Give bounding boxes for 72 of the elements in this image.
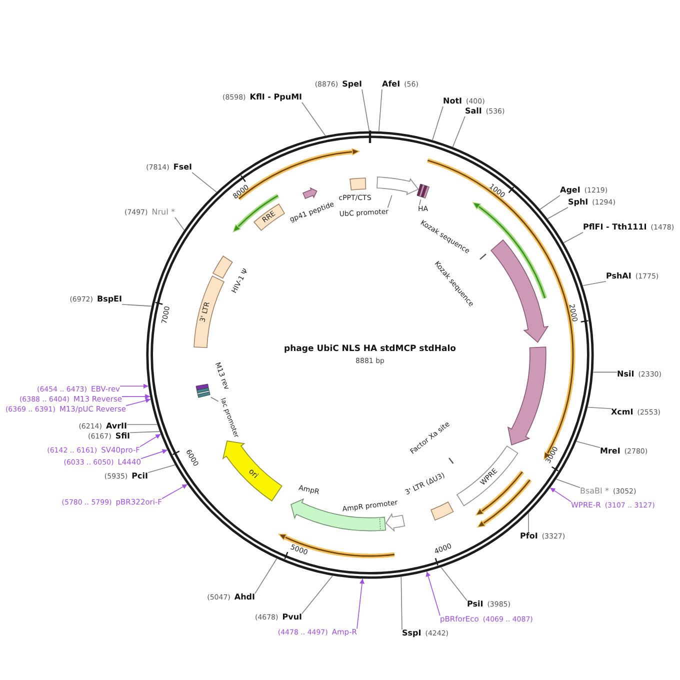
leader-line [162, 484, 188, 500]
feature-box [348, 176, 367, 191]
leader-line [540, 195, 560, 210]
leader-line [130, 431, 160, 433]
leader-line [254, 558, 278, 594]
leader-line [122, 394, 150, 400]
enzyme-name: SpeI [342, 80, 362, 90]
leader-line [387, 194, 392, 208]
leader-line [528, 512, 529, 533]
leader-line [378, 89, 382, 132]
enzyme-name: PfoI [520, 532, 538, 542]
enzyme-name: SfiI [115, 432, 130, 442]
leader-line [210, 396, 219, 402]
feature-mark [448, 456, 455, 465]
enzyme-name: PciI [132, 472, 148, 482]
enzyme-name: PvuI [282, 614, 302, 622]
map-title: phage UbiC NLS HA stdMCP stdHalo [284, 345, 456, 355]
enzyme-name: BspEI [96, 296, 122, 304]
leader-line [563, 232, 584, 244]
leader-line [592, 372, 618, 373]
leader-line [452, 116, 466, 148]
enzyme-name: NsiI [617, 370, 634, 380]
directional-feature [507, 346, 547, 446]
enzyme-name: PflFI - Tth111I [583, 224, 647, 232]
feature-box [430, 501, 454, 522]
enzyme-name: FseI [173, 164, 192, 172]
enzyme-name: AhdI [234, 594, 255, 602]
leader-line [547, 207, 568, 220]
directional-feature [302, 187, 318, 200]
leader-line [120, 384, 149, 389]
leader-line [582, 281, 606, 286]
enzyme-name: SspI [402, 630, 422, 638]
leader-line [302, 102, 326, 136]
leader-line [302, 575, 334, 614]
leader-line [148, 464, 176, 473]
directional-feature [376, 176, 420, 196]
feature-marks [194, 383, 211, 399]
enzyme-name: SphI [568, 198, 588, 208]
leader-line [140, 434, 162, 448]
leader-line [550, 487, 572, 502]
directional-feature [385, 512, 406, 532]
enzyme-name: XcmI [611, 408, 634, 418]
leader-line [587, 406, 612, 409]
leader-line [556, 478, 580, 488]
enzyme-name: BsaBI * [580, 488, 609, 496]
leader-line [440, 566, 468, 601]
leader-line [126, 424, 158, 425]
leader-line [126, 398, 152, 406]
feature-mark [478, 252, 487, 260]
leader-line [174, 217, 185, 231]
leader-line [426, 571, 440, 616]
enzyme-name: MreI [600, 448, 620, 456]
leader-line [400, 576, 402, 630]
enzyme-name: AgeI [560, 186, 580, 196]
leader-line [419, 199, 422, 206]
leader-line [122, 304, 152, 307]
feature-marks [416, 183, 431, 200]
leader-line [576, 440, 600, 448]
enzyme-name: NruI * [152, 208, 175, 218]
directional-feature [490, 238, 549, 343]
leader-line [140, 449, 168, 460]
enzyme-name: PshAI [606, 272, 632, 282]
leader-line [192, 172, 217, 193]
enzyme-name: AfeI [382, 80, 400, 90]
leader-line [356, 578, 364, 630]
enzyme-name: AvrII [106, 422, 127, 432]
enzyme-name: NotI [443, 98, 462, 106]
enzyme-name: SalI [465, 108, 482, 116]
enzyme-name: PsiI [467, 600, 484, 610]
leader-line [362, 89, 370, 132]
leader-line [432, 106, 444, 140]
enzyme-name: KflI - PpuMI [250, 94, 302, 102]
